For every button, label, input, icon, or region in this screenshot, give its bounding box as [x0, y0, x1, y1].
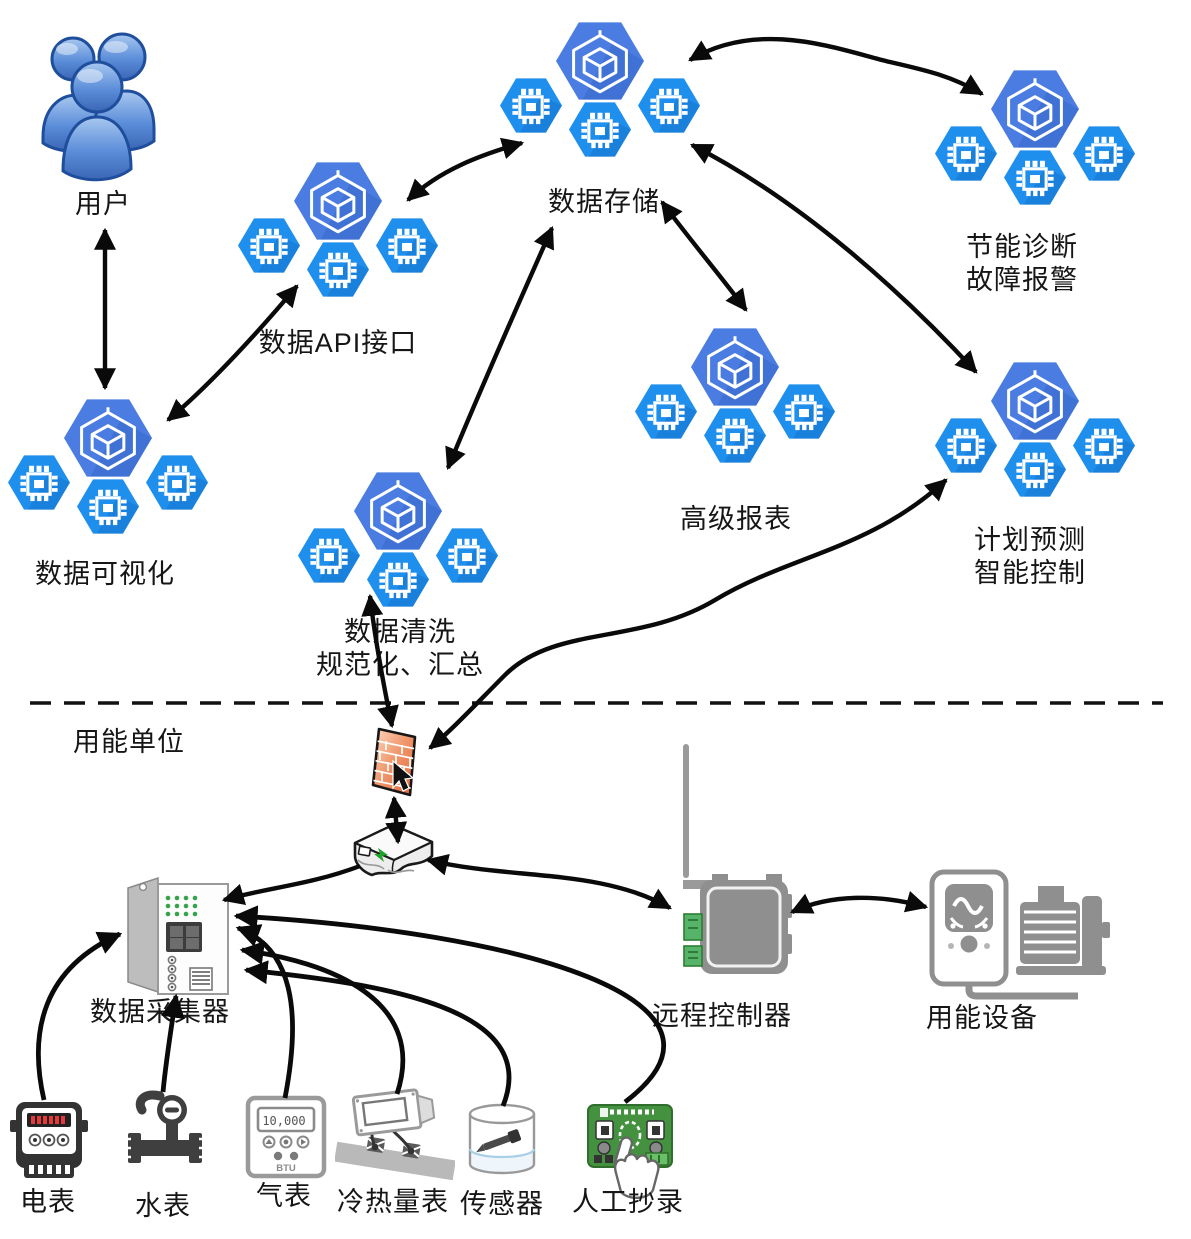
label-data-visualization: 数据可视化	[35, 559, 175, 589]
label-energy-equipment: 用能设备	[926, 1003, 1038, 1033]
hex-chip-icon	[146, 455, 208, 510]
hex-cube-icon	[691, 328, 779, 406]
firewall-icon	[371, 727, 417, 797]
hex-chip-icon	[704, 408, 766, 463]
hex-chip-icon	[1004, 150, 1066, 205]
din-device-icon	[127, 876, 229, 995]
connection-storage-cleaning	[445, 225, 555, 471]
hex-cube-icon	[64, 399, 152, 477]
hex-chip-icon	[1073, 126, 1135, 181]
node-electric-meter	[8, 1098, 92, 1184]
hex-chip-icon	[638, 78, 700, 133]
hex-chip-icon	[307, 242, 369, 297]
label-user: 用户	[75, 189, 131, 219]
users-icon	[41, 32, 156, 182]
zone-divider-label: 用能单位	[73, 727, 185, 757]
node-router	[348, 818, 438, 890]
hex-chip-icon	[298, 528, 360, 583]
hex-chip-icon	[376, 218, 438, 273]
label-data-cleaning: 数据清洗 规范化、汇总	[316, 617, 484, 680]
hex-chip-icon	[773, 384, 835, 439]
router-icon	[353, 823, 434, 877]
hex-chip-icon	[635, 384, 697, 439]
node-manual-reading	[580, 1095, 680, 1203]
tank-sensor-icon	[468, 1103, 536, 1175]
node-heat-meter	[334, 1085, 456, 1193]
node-energy-equipment	[920, 862, 1110, 1002]
hex-cube-icon	[294, 162, 382, 240]
node-data-api	[238, 162, 438, 298]
hex-chip-icon	[935, 418, 997, 473]
node-energy-diagnosis	[935, 70, 1135, 206]
hex-chip-icon	[500, 78, 562, 133]
node-remote-controller	[650, 742, 795, 987]
hex-chip-icon	[569, 102, 631, 157]
label-data-storage: 数据存储	[548, 187, 660, 217]
label-remote-controller: 远程控制器	[652, 1001, 792, 1031]
connection-remote-equipment	[790, 891, 929, 914]
hex-chip-icon	[367, 552, 429, 607]
hex-cube-icon	[991, 70, 1079, 148]
connection-router-remote	[425, 853, 672, 910]
hex-cube-icon	[991, 362, 1079, 440]
hex-chip-icon	[1073, 418, 1135, 473]
label-advanced-reports: 高级报表	[680, 504, 792, 534]
node-data-collector	[110, 874, 270, 1000]
water-meter-icon	[128, 1090, 202, 1163]
label-data-api: 数据API接口	[258, 328, 418, 358]
hex-chip-icon	[238, 218, 300, 273]
label-sensor: 传感器	[460, 1189, 544, 1219]
hex-cube-icon	[354, 472, 442, 550]
gas-meter-unit: BTU	[276, 1163, 296, 1174]
label-heat-meter: 冷热量表	[337, 1187, 449, 1217]
node-data-cleaning	[298, 472, 498, 608]
heat-meter-icon	[334, 1088, 456, 1181]
connection-manual-collector	[233, 905, 666, 1104]
hex-chip-icon	[436, 528, 498, 583]
node-firewall	[368, 724, 420, 800]
node-plan-forecast	[935, 362, 1135, 498]
meter-motor-icon	[929, 869, 1110, 1000]
label-gas-meter: 气表	[256, 1181, 312, 1211]
hex-cube-icon	[556, 22, 644, 100]
label-water-meter: 水表	[135, 1191, 191, 1221]
label-manual-reading: 人工抄录	[572, 1187, 684, 1217]
node-advanced-reports	[635, 328, 835, 464]
node-data-storage	[500, 22, 700, 158]
electric-meter-icon	[10, 1102, 88, 1178]
label-plan-forecast: 计划预测 智能控制	[974, 525, 1086, 588]
node-water-meter	[120, 1088, 210, 1183]
hex-chip-icon	[77, 479, 139, 534]
label-data-collector: 数据采集器	[90, 997, 230, 1027]
label-energy-diagnosis: 节能诊断 故障报警	[966, 232, 1078, 295]
node-sensor	[465, 1102, 540, 1187]
gas-meter-display: 10,000	[262, 1114, 305, 1128]
hex-chip-icon	[1004, 442, 1066, 497]
hex-chip-icon	[8, 455, 70, 510]
gas-meter-icon: 10,000 BTU	[245, 1095, 327, 1179]
node-data-visualization	[8, 399, 208, 535]
hex-chip-icon	[935, 126, 997, 181]
node-user	[35, 25, 160, 183]
manual-entry-icon	[587, 1104, 673, 1199]
node-gas-meter: 10,000 BTU	[242, 1092, 330, 1184]
wireless-controller-icon	[683, 744, 792, 974]
label-electric-meter: 电表	[20, 1187, 76, 1217]
